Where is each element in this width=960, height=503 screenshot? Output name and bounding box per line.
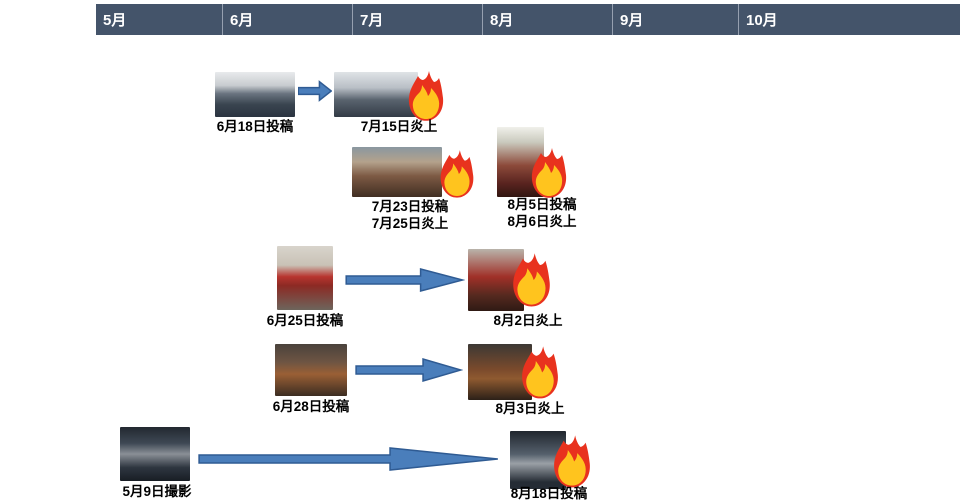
event-label-post: 8月18日投稿	[510, 486, 588, 501]
block-arrow-right-icon	[298, 81, 332, 101]
photo-flame-jul15	[334, 72, 418, 117]
event-label-flame: 8月2日炎上	[493, 313, 563, 328]
month-cell-october: 10月	[738, 4, 960, 35]
event-label-flame: 7月25日炎上	[371, 216, 449, 231]
block-arrow-right-icon	[196, 446, 504, 472]
photo-shot-may9	[120, 427, 190, 481]
event-label-post: 6月18日投稿	[216, 119, 294, 134]
month-label: 9月	[620, 12, 644, 29]
month-label: 5月	[103, 12, 127, 29]
event-label-flame: 8月6日炎上	[507, 214, 577, 229]
event-label-post: 6月28日投稿	[272, 399, 350, 414]
photo-post-jun18	[215, 72, 295, 117]
fire-icon	[440, 150, 474, 198]
month-cell-august: 8月	[482, 4, 612, 35]
fire-icon	[408, 71, 444, 121]
fire-icon	[554, 435, 590, 488]
month-label: 7月	[360, 12, 384, 29]
event-label-post: 8月5日投稿	[507, 197, 577, 212]
month-label: 10月	[746, 12, 778, 29]
event-label-post: 7月23日投稿	[371, 199, 449, 214]
photo-post-jul23	[352, 147, 442, 197]
photo-post-jun25	[277, 246, 333, 310]
month-cell-july: 7月	[352, 4, 482, 35]
month-label: 6月	[230, 12, 254, 29]
month-cell-september: 9月	[612, 4, 738, 35]
event-label-flame: 7月15日炎上	[360, 119, 438, 134]
event-label-shot: 5月9日撮影	[122, 484, 192, 499]
month-label: 8月	[490, 12, 514, 29]
month-cell-june: 6月	[222, 4, 352, 35]
event-label-post: 6月25日投稿	[266, 313, 344, 328]
month-header-bar: 5月 6月 7月 8月 9月 10月	[96, 4, 960, 35]
fire-icon	[522, 346, 558, 399]
month-cell-may: 5月	[96, 4, 222, 35]
fire-icon	[531, 148, 567, 198]
block-arrow-right-icon	[355, 358, 462, 382]
block-arrow-right-icon	[345, 268, 464, 292]
event-label-flame: 8月3日炎上	[495, 401, 565, 416]
fire-icon	[513, 253, 550, 307]
photo-post-jun28	[275, 344, 347, 396]
photo-flame-aug3	[468, 344, 532, 400]
